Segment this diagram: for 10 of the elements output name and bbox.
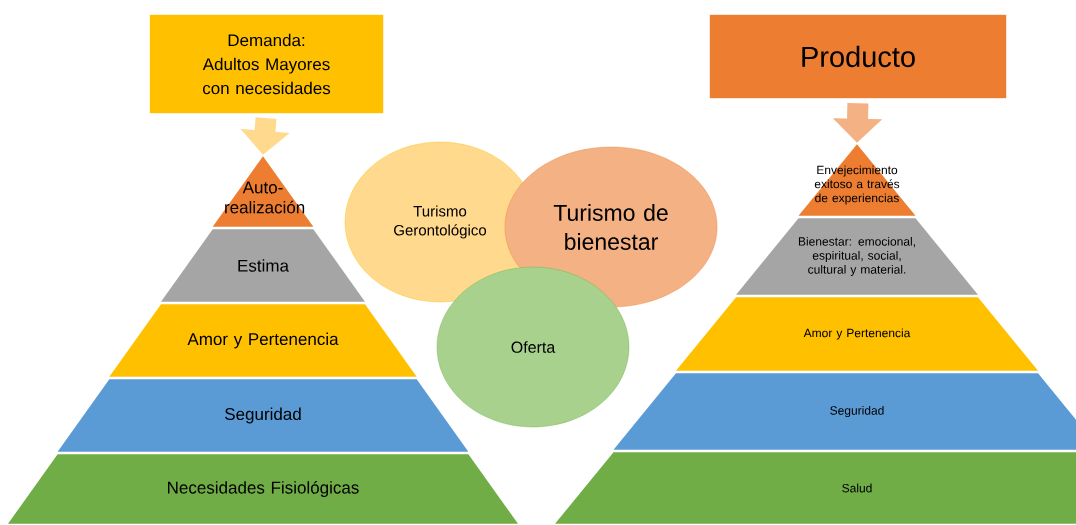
pyramid-layer: Amor y Pertenencia (675, 297, 1039, 371)
pyramid-layer: Necesidades Fisiológicas (8, 454, 518, 524)
title-box: Producto (709, 14, 1007, 99)
pyramid-layer: Seguridad (613, 373, 1076, 450)
pyramid-layer: Salud (555, 452, 1076, 524)
pyramid-layer: Amor y Pertenencia (109, 304, 417, 377)
pyramid-layer: Seguridad (57, 379, 469, 452)
pyramid-layer: Bienestar: emocional, espiritual, social, cultural y material. (736, 218, 978, 295)
pyramid-layer: Estima (161, 229, 365, 302)
title-box: Demanda: Adultos Mayores con necesidades (149, 14, 384, 114)
